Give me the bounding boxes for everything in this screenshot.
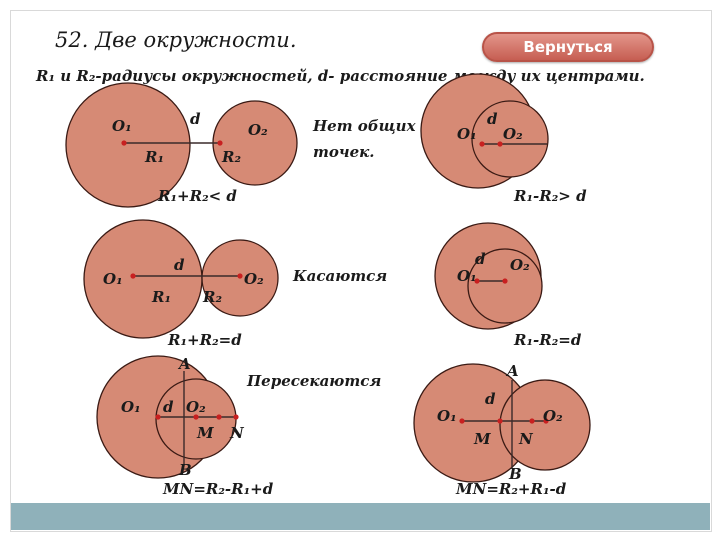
label-r2: R₂ (221, 148, 241, 166)
label-m: M (196, 424, 214, 442)
center-o2 (237, 273, 243, 279)
bottom-bar (11, 503, 710, 530)
label-r1: R₁ (151, 288, 171, 306)
label-d: d (485, 390, 496, 408)
center-o2 (193, 414, 199, 420)
circle-o2 (499, 379, 591, 471)
circle-o2 (467, 248, 543, 324)
center-o2 (502, 278, 508, 284)
center-o1 (130, 273, 136, 279)
label-o2: O₂ (503, 125, 523, 143)
label-r1: R₁ (144, 148, 164, 166)
slide-title: 52. Две окружности. (55, 28, 297, 52)
label-o1: O₁ (121, 398, 141, 416)
label-o1: O₁ (457, 125, 477, 143)
center-o1 (474, 278, 480, 284)
formula-diff-eq-d: R₁-R₂=d (513, 331, 582, 349)
label-o1: O₁ (112, 117, 132, 135)
label-o2: O₂ (510, 256, 530, 274)
label-o2: O₂ (543, 407, 563, 425)
caption-intersect: Пересекаются (246, 372, 381, 390)
circle-o2 (212, 100, 298, 186)
formula-diff-gt-d: R₁-R₂> d (513, 187, 587, 205)
circle-o1 (65, 82, 191, 208)
caption-touch: Касаются (292, 267, 387, 285)
diagram-internal-touch: O₁ d O₂ R₁-R₂=d (434, 222, 582, 349)
label-d: d (190, 110, 201, 128)
diagram-external-touch: O₁ d O₂ R₁ R₂ R₁+R₂=d (83, 219, 279, 349)
center-o2 (543, 418, 549, 424)
label-r2: R₂ (202, 288, 222, 306)
formula-mn-diff: MN=R₂-R₁+d (162, 480, 274, 498)
label-b: B (178, 461, 192, 479)
center-o1 (121, 140, 127, 146)
label-a: A (177, 355, 191, 373)
center-o2 (497, 141, 503, 147)
diagram-intersect-outer: A d O₁ O₂ M N B MN=R₂+R₁-d (413, 362, 591, 498)
circle-o1 (83, 219, 203, 339)
formula-sum-eq-d: R₁+R₂=d (167, 331, 242, 349)
label-o2: O₂ (186, 398, 206, 416)
label-o1: O₁ (457, 267, 477, 285)
diagram-inside: O₁ d O₂ R₁-R₂> d (420, 73, 587, 205)
label-o2: O₂ (244, 270, 264, 288)
label-o1: O₁ (437, 407, 457, 425)
formula-sum-lt-d: R₁+R₂< d (157, 187, 237, 205)
label-d: d (174, 256, 185, 274)
caption-no-common-2: точек. (313, 143, 375, 161)
center-o1 (479, 141, 485, 147)
back-button[interactable]: Вернуться (482, 32, 654, 62)
formula-mn-sum: MN=R₂+R₁-d (455, 480, 567, 498)
point-n (233, 414, 239, 420)
center-o1 (459, 418, 465, 424)
diagram-intersect-inner: A O₁ d O₂ M N B MN=R₂-R₁+d (96, 355, 274, 498)
center-o2 (217, 140, 223, 146)
label-n: N (518, 430, 534, 448)
diagram-separate: O₁ d O₂ R₁ R₂ R₁+R₂< d (65, 82, 298, 208)
point-n (529, 418, 535, 424)
label-a: A (505, 362, 519, 380)
label-o2: O₂ (248, 121, 268, 139)
label-b: B (508, 465, 522, 483)
label-o1: O₁ (103, 270, 123, 288)
point-m (497, 418, 503, 424)
label-n: N (229, 424, 245, 442)
label-m: M (473, 430, 491, 448)
point-m (216, 414, 222, 420)
label-d: d (475, 250, 486, 268)
label-d: d (487, 110, 498, 128)
center-o1 (155, 414, 161, 420)
circle-o2 (471, 100, 549, 178)
caption-no-common-1: Нет общих (312, 117, 417, 135)
label-d: d (163, 398, 174, 416)
